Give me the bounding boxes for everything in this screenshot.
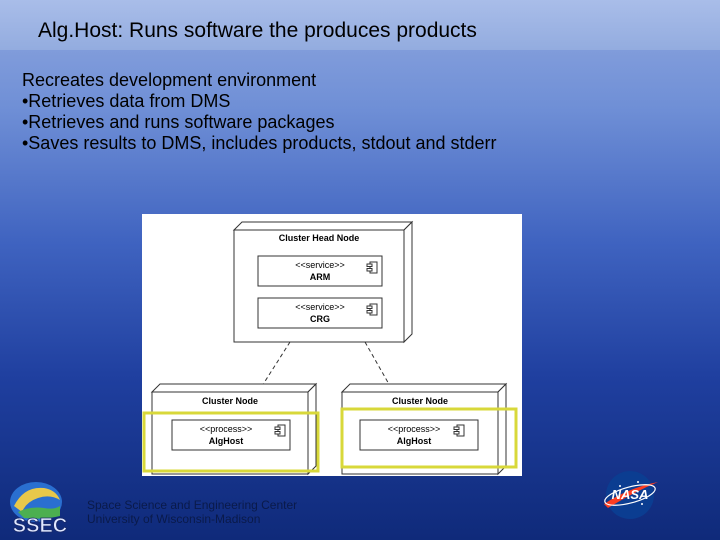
footer-line: Space Science and Engineering Center bbox=[87, 498, 298, 512]
component-icon bbox=[453, 424, 465, 437]
service-arm: <<service>> ARM bbox=[257, 255, 383, 287]
highlight-frame bbox=[142, 411, 320, 473]
connector-line bbox=[364, 341, 391, 387]
process-box bbox=[171, 419, 291, 451]
component-icon bbox=[366, 303, 378, 316]
process-stereotype: <<process>> bbox=[388, 424, 441, 434]
connector-line bbox=[261, 341, 291, 387]
bullet-item: Recreates development environment bbox=[22, 70, 317, 90]
bullet-item: •Saves results to DMS, includes products… bbox=[22, 133, 497, 153]
component-icon bbox=[274, 424, 286, 437]
title-bar bbox=[0, 0, 720, 50]
footer-line: University of Wisconsin-Madison bbox=[87, 512, 261, 526]
highlight-frame bbox=[340, 407, 518, 469]
cluster-head-node: Cluster Head Node <<service>> ARM <<serv… bbox=[232, 220, 414, 344]
cluster-node-title: Cluster Node bbox=[392, 396, 448, 406]
service-crg: <<service>> CRG bbox=[257, 297, 383, 329]
process-name: AlgHost bbox=[209, 436, 244, 446]
service-name: ARM bbox=[310, 272, 331, 282]
ssec-logo: SSEC bbox=[10, 482, 68, 536]
process-name: AlgHost bbox=[397, 436, 432, 446]
bullet-item: •Retrieves data from DMS bbox=[22, 91, 231, 111]
service-name: CRG bbox=[310, 314, 330, 324]
footer: Space Science and Engineering Center Uni… bbox=[87, 498, 297, 526]
head-node-title: Cluster Head Node bbox=[279, 233, 360, 243]
nasa-logo: NASA bbox=[604, 471, 658, 519]
bullet-list: Recreates development environment •Retri… bbox=[22, 70, 497, 154]
bullet-item: •Retrieves and runs software packages bbox=[22, 112, 335, 132]
slide-title: Alg.Host: Runs software the produces pro… bbox=[38, 19, 477, 42]
ssec-logo-text: SSEC bbox=[13, 515, 67, 536]
service-stereotype: <<service>> bbox=[295, 260, 345, 270]
cluster-node-title: Cluster Node bbox=[202, 396, 258, 406]
cluster-node-left: Cluster Node <<process>> AlgHost bbox=[142, 382, 320, 476]
cluster-node-right: Cluster Node <<process>> AlgHost bbox=[340, 382, 518, 476]
process-stereotype: <<process>> bbox=[200, 424, 253, 434]
nasa-logo-text: NASA bbox=[612, 487, 649, 502]
service-stereotype: <<service>> bbox=[295, 302, 345, 312]
component-icon bbox=[366, 261, 378, 274]
